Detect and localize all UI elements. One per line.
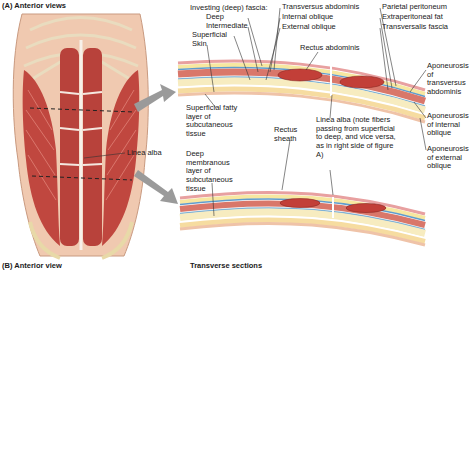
part-label: Parietal peritoneum <box>382 3 447 12</box>
part-label: Superficial <box>192 31 227 40</box>
part-label: Linea alba <box>127 149 162 158</box>
part-label: Transversalis fascia <box>382 23 448 32</box>
panel-label: (B) Anterior view <box>2 262 62 271</box>
part-label: Deep membranous layer of subcutaneous ti… <box>186 150 248 193</box>
part-label: Aponeurosis of external oblique <box>427 145 471 171</box>
part-label: Deep <box>206 13 224 22</box>
part-label: Rectus sheath <box>274 126 304 143</box>
part-label: Investing (deep) fascia: <box>190 4 268 13</box>
part-label: Skin <box>192 40 207 49</box>
panel-label: (A) Anterior views <box>2 2 66 11</box>
part-label: Aponeurosis of transversus abdominis <box>427 62 471 97</box>
part-label: Transversus abdominis <box>282 3 359 12</box>
part-label: Superficial fatty layer of subcutaneous … <box>186 104 248 139</box>
part-label: Linea alba (note fibers passing from sup… <box>316 116 400 159</box>
part-label: Internal oblique <box>282 13 333 22</box>
part-label: Aponeurosis of internal oblique <box>427 112 471 138</box>
part-label: Rectus abdominis <box>300 44 360 53</box>
part-label: Intermediate <box>206 22 248 31</box>
part-label: External oblique <box>282 23 336 32</box>
part-label: Extraperitoneal fat <box>382 13 443 22</box>
panel-label: Transverse sections <box>190 262 262 271</box>
